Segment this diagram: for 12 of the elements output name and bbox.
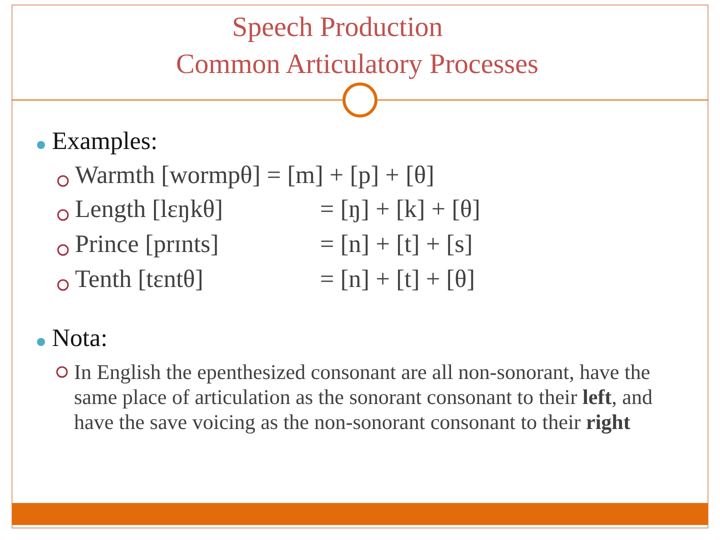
example-decomposition: = [ŋ] + [k] + [θ] (320, 196, 480, 224)
example-word: Length [lɛŋkθ] (75, 196, 223, 224)
example-decomposition: = [n] + [t] + [θ] (320, 266, 475, 294)
section-heading: Nota: (52, 325, 108, 353)
example-word: Tenth [tɛntθ] (75, 266, 204, 294)
example-text: Warmth [wormpθ] = [m] + [p] + [θ] (75, 162, 434, 190)
slide-title: Speech Production (232, 12, 443, 44)
example-decomposition: = [n] + [t] + [s] (320, 231, 473, 259)
slide-subtitle: Common Articulatory Processes (176, 49, 538, 81)
example-word: Prince [prɪnts] (75, 231, 219, 259)
section-heading: Examples: (52, 128, 158, 156)
note-paragraph: In English the epenthesized consonant are all non-sonorant, have the same place of articulation as the sonorant consonant to their left, and have the save voicing as the non-sonorant consonant to their right (74, 360, 654, 435)
